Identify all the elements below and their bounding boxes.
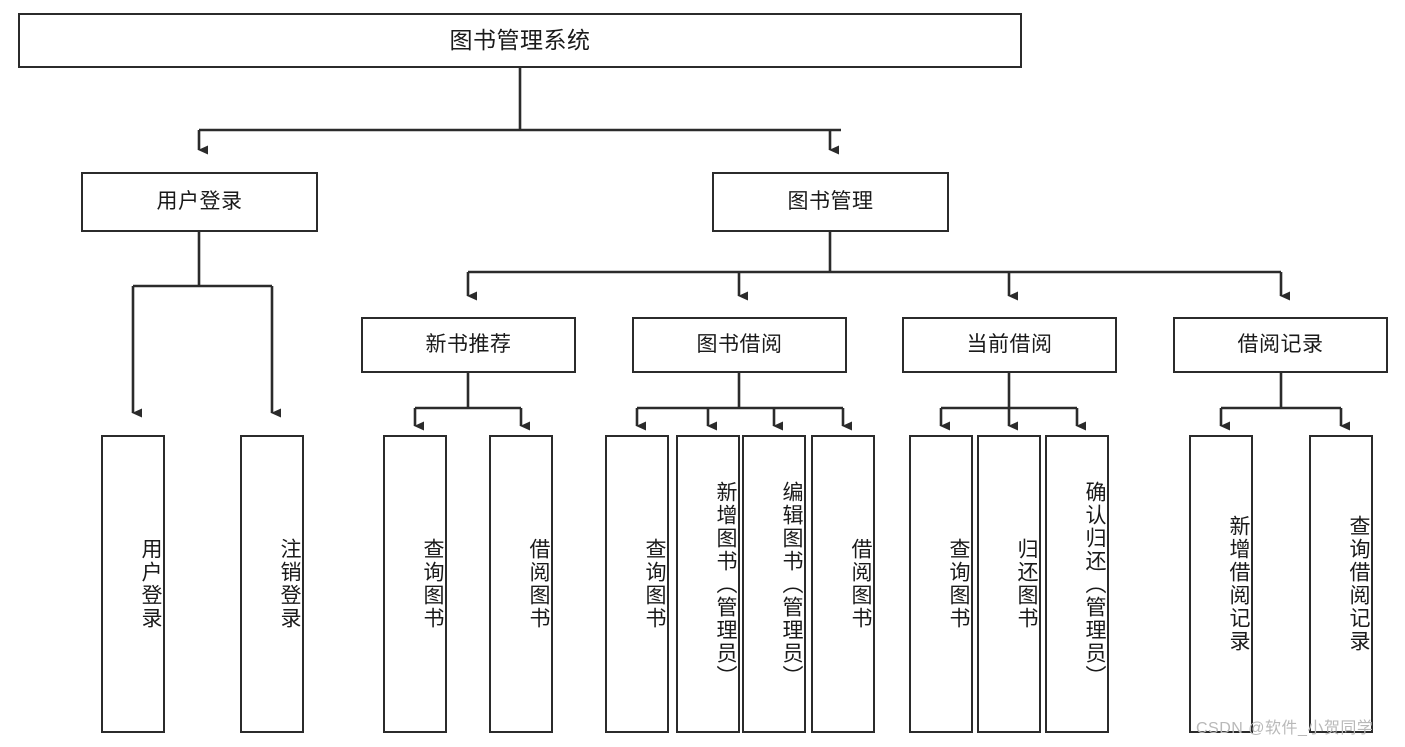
- node-new-book-recommend[interactable]: 新书推荐: [361, 317, 576, 373]
- node-user-login-label: 用户登录: [156, 190, 243, 214]
- node-leaf-query-record-label: 查询借阅记录: [1347, 515, 1370, 653]
- node-leaf-query-record[interactable]: 查询借阅记录: [1309, 435, 1373, 733]
- node-leaf-confirm-return-label: 确认归还（管理员）: [1083, 480, 1106, 688]
- node-book-borrow-label: 图书借阅: [696, 333, 783, 357]
- node-leaf-borrow-book-2-label: 借阅图书: [849, 538, 872, 630]
- node-leaf-borrow-book-1-label: 借阅图书: [527, 538, 550, 630]
- node-leaf-borrow-book-1[interactable]: 借阅图书: [489, 435, 553, 733]
- node-leaf-return-book-label: 归还图书: [1015, 538, 1038, 630]
- node-new-book-recommend-label: 新书推荐: [425, 333, 512, 357]
- node-leaf-edit-book-label: 编辑图书（管理员）: [780, 480, 803, 688]
- node-leaf-user-login[interactable]: 用户登录: [101, 435, 165, 733]
- node-leaf-query-book-2[interactable]: 查询图书: [605, 435, 669, 733]
- csdn-watermark: CSDN @软件_小贺同学: [1196, 720, 1374, 737]
- node-book-management[interactable]: 图书管理: [712, 172, 949, 232]
- node-user-login[interactable]: 用户登录: [81, 172, 318, 232]
- node-book-borrow[interactable]: 图书借阅: [632, 317, 847, 373]
- node-leaf-user-logout[interactable]: 注销登录: [240, 435, 304, 733]
- node-leaf-query-book-2-label: 查询图书: [643, 538, 666, 630]
- node-leaf-confirm-return[interactable]: 确认归还（管理员）: [1045, 435, 1109, 733]
- node-current-borrow-label: 当前借阅: [966, 333, 1053, 357]
- node-leaf-user-logout-label: 注销登录: [278, 538, 301, 630]
- node-borrow-record[interactable]: 借阅记录: [1173, 317, 1388, 373]
- node-leaf-query-book-1[interactable]: 查询图书: [383, 435, 447, 733]
- node-leaf-edit-book[interactable]: 编辑图书（管理员）: [742, 435, 806, 733]
- node-leaf-add-book-label: 新增图书（管理员）: [714, 480, 737, 688]
- node-leaf-user-login-label: 用户登录: [139, 538, 162, 630]
- node-leaf-add-record-label: 新增借阅记录: [1227, 515, 1250, 653]
- node-leaf-query-book-3-label: 查询图书: [947, 538, 970, 630]
- node-root-book-management-system[interactable]: 图书管理系统: [18, 13, 1022, 68]
- node-borrow-record-label: 借阅记录: [1237, 333, 1324, 357]
- node-leaf-add-record[interactable]: 新增借阅记录: [1189, 435, 1253, 733]
- node-book-management-label: 图书管理: [787, 190, 874, 214]
- node-current-borrow[interactable]: 当前借阅: [902, 317, 1117, 373]
- node-leaf-query-book-3[interactable]: 查询图书: [909, 435, 973, 733]
- node-root-label: 图书管理系统: [449, 26, 591, 53]
- node-leaf-query-book-1-label: 查询图书: [421, 538, 444, 630]
- node-leaf-borrow-book-2[interactable]: 借阅图书: [811, 435, 875, 733]
- node-leaf-add-book[interactable]: 新增图书（管理员）: [676, 435, 740, 733]
- node-leaf-return-book[interactable]: 归还图书: [977, 435, 1041, 733]
